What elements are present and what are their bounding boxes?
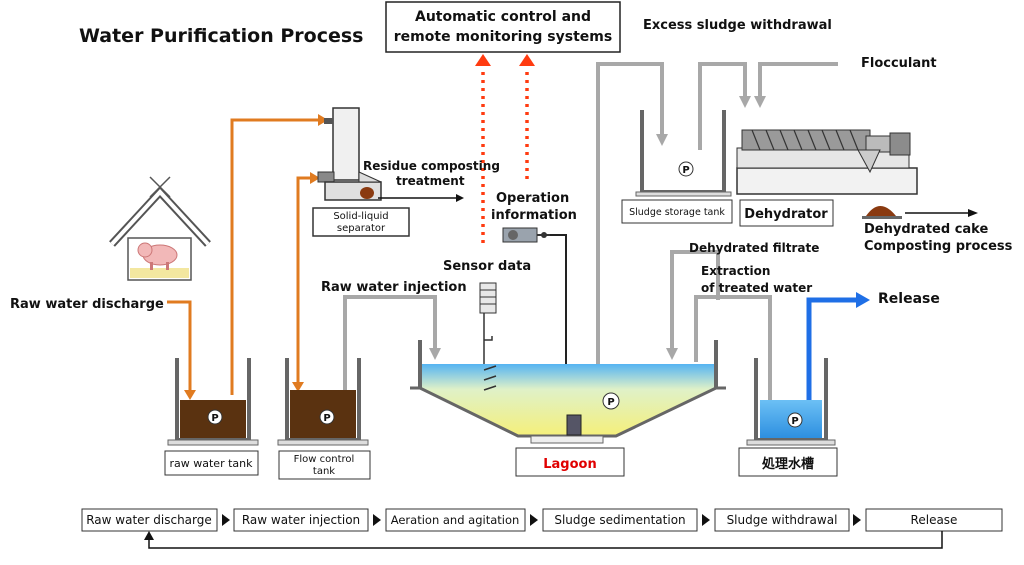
dehydrated-cake <box>862 206 978 219</box>
dehydrated-cake-label-line2: Composting process <box>864 239 1013 254</box>
pig-house <box>109 176 211 281</box>
raw-water-injection-label: Raw water injection <box>321 280 467 295</box>
raw-water-tank-label: raw water tank <box>170 457 254 470</box>
extraction-label-line2: of treated water <box>701 281 812 295</box>
pump-icon: P <box>791 416 798 427</box>
page-title: Water Purification Process <box>79 25 363 47</box>
pump-icon: P <box>682 165 689 176</box>
pump-icon: P <box>607 397 614 408</box>
operation-label-line1: Operation <box>496 191 569 206</box>
dehydrated-filtrate-label: Dehydrated filtrate <box>689 241 819 255</box>
sensor-unit <box>479 282 497 400</box>
excess-sludge-label: Excess sludge withdrawal <box>643 18 832 33</box>
flow-step-2: Raw water injection <box>242 513 360 527</box>
process-flow: Raw water discharge Raw water injection … <box>81 508 1003 549</box>
dehydrated-cake-label-line1: Dehydrated cake <box>864 222 988 237</box>
solid-liquid-separator: Solid-liquid separator <box>312 107 410 237</box>
flow-control-label-line1: Flow control <box>294 454 355 465</box>
flow-step-6: Release <box>911 513 958 527</box>
flow-step-5: Sludge withdrawal <box>727 513 838 527</box>
release-pipe <box>806 292 870 420</box>
treated-water-tank-label: 処理水槽 <box>761 456 814 472</box>
blower-unit <box>502 227 567 420</box>
sludge-storage-tank: P Sludge storage tank <box>621 110 733 224</box>
extraction-label-line1: Extraction <box>701 264 770 278</box>
dehydrator: Dehydrator <box>736 129 918 227</box>
raw-water-tank: P raw water tank <box>164 358 259 476</box>
release-label: Release <box>878 291 940 307</box>
flocculant-label: Flocculant <box>861 56 937 71</box>
control-system-box: Automatic control and remote monitoring … <box>385 1 621 53</box>
residue-label-line2: treatment <box>396 174 465 188</box>
flow-step-4: Sludge sedimentation <box>554 513 685 527</box>
operation-label-line2: information <box>491 208 577 223</box>
flow-control-label-line2: tank <box>313 466 335 477</box>
residue-label-line1: Residue composting <box>363 159 500 173</box>
lagoon: P Lagoon <box>410 340 726 477</box>
flow-control-tank: P Flow control tank <box>277 358 371 480</box>
signal-lines <box>475 54 535 246</box>
raw-water-discharge-label: Raw water discharge <box>10 297 164 312</box>
pump-icon: P <box>211 413 218 424</box>
sensor-data-label: Sensor data <box>443 259 531 274</box>
treated-water-tank: P 処理水槽 <box>738 358 838 477</box>
lagoon-label: Lagoon <box>543 457 596 472</box>
flow-step-3: Aeration and agitation <box>391 513 520 527</box>
gray-pipes <box>343 62 838 415</box>
control-box-line2: remote monitoring systems <box>394 29 612 45</box>
solid-liquid-label-line1: Solid-liquid <box>333 211 388 222</box>
control-box-line1: Automatic control and <box>415 9 591 25</box>
pump-icon: P <box>323 413 330 424</box>
dehydrator-label: Dehydrator <box>744 207 828 222</box>
sludge-storage-label: Sludge storage tank <box>629 207 725 218</box>
flow-step-1: Raw water discharge <box>86 513 212 527</box>
solid-liquid-label-line2: separator <box>337 223 386 234</box>
